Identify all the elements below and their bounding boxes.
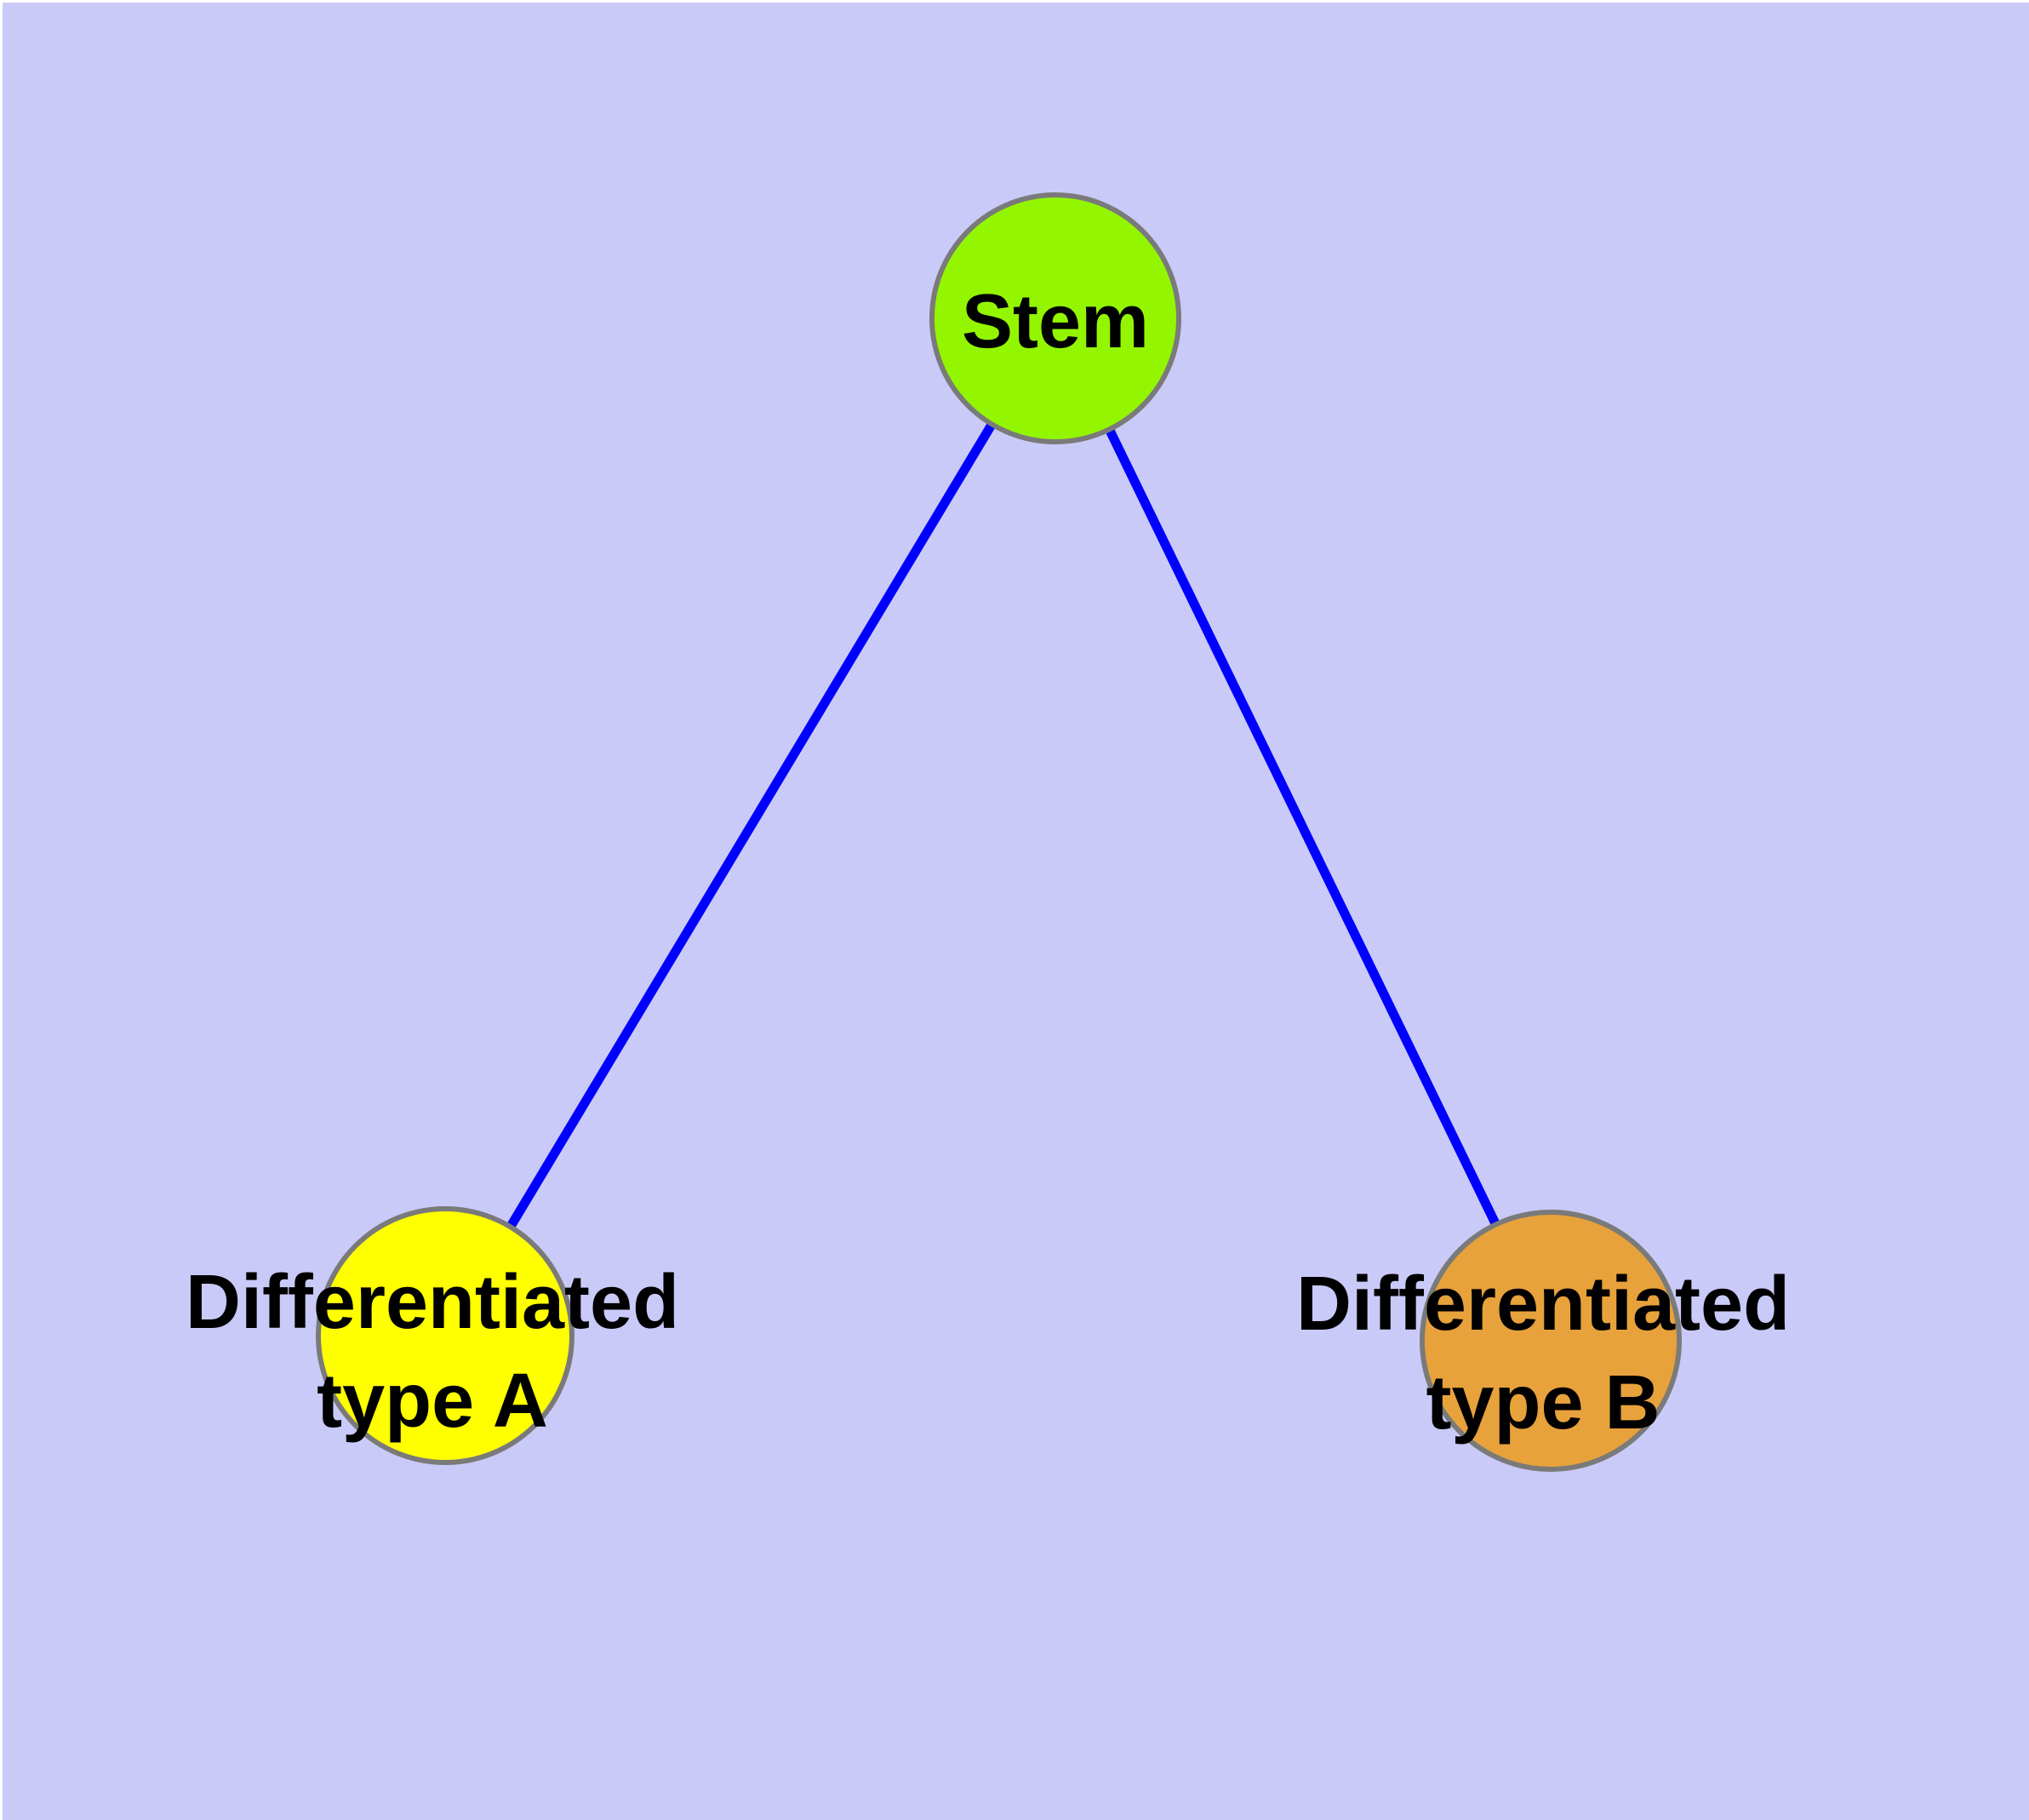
node-stem <box>929 192 1181 444</box>
node-label-stem: Stem <box>961 279 1150 364</box>
edge-stem-to-type-a <box>441 316 1060 1338</box>
edge-stem-to-type-b <box>1051 316 1557 1343</box>
node-differentiated-type-a <box>316 1206 574 1465</box>
node-label-differentiated-type-a: Differentiated type A <box>185 1260 680 1444</box>
node-label-differentiated-type-b: Differentiated type B <box>1295 1262 1791 1445</box>
node-differentiated-type-b <box>1420 1210 1682 1472</box>
edge-layer <box>441 316 1557 1343</box>
